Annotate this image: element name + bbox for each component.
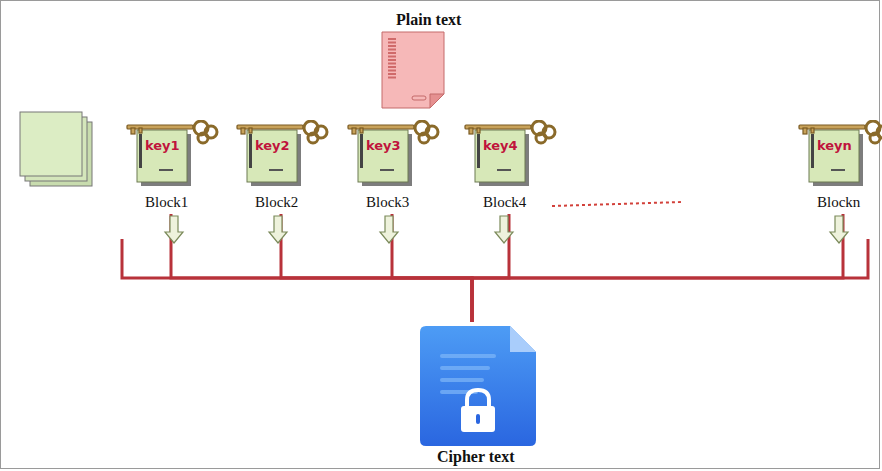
caption-label: Cipher text [437, 448, 514, 466]
merge-bracket [122, 239, 868, 322]
key-card-icon [344, 120, 444, 190]
key-label: key2 [255, 138, 290, 153]
key-block-card: key2Block2 [233, 120, 333, 214]
key-block-card: keynBlockn [795, 120, 882, 214]
block-label: Block2 [255, 194, 298, 211]
key-block-card: key4Block4 [461, 120, 561, 214]
key-card-icon [795, 120, 882, 190]
plain-text-document: Plain text [360, 8, 490, 112]
block-label: Block3 [366, 194, 409, 211]
block-label: Blockn [817, 194, 860, 211]
key-label: key4 [483, 138, 518, 153]
block-label: Block4 [483, 194, 526, 211]
key-label: key3 [366, 138, 401, 153]
merge-connector [392, 214, 472, 322]
merge-connector [472, 214, 843, 322]
continuation-dots [552, 202, 682, 206]
key-card-icon [461, 120, 561, 190]
merge-connector [171, 214, 472, 322]
merge-connector [281, 214, 472, 322]
locked-document-icon [410, 322, 550, 467]
key-card-icon [123, 120, 223, 190]
heading-label: Plain text [396, 11, 461, 29]
block-label: Block1 [145, 194, 188, 211]
key-block-card: key3Block3 [344, 120, 444, 214]
key-label: keyn [817, 138, 852, 153]
key-card-icon [233, 120, 333, 190]
key-block-card: key1Block1 [123, 120, 223, 214]
page-stack [20, 112, 92, 186]
key-label: key1 [145, 138, 180, 153]
cipher-text-document: Cipher text [410, 322, 550, 467]
down-arrows [165, 216, 848, 243]
